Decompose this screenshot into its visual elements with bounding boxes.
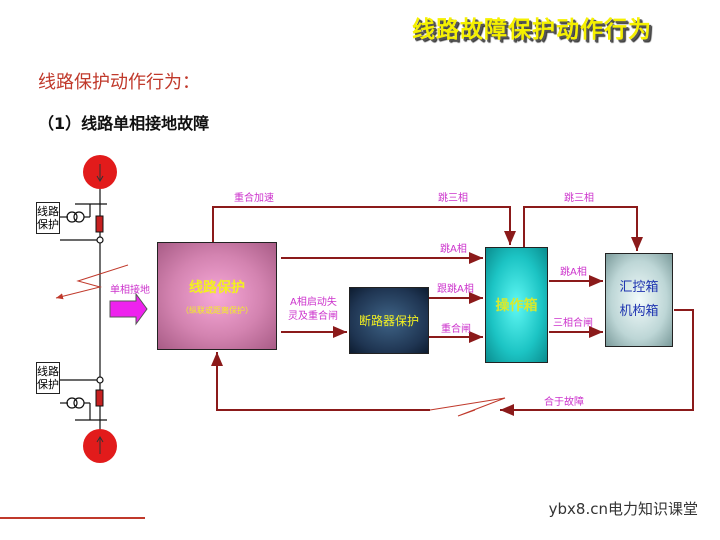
fault-label: 单相接地 — [110, 285, 150, 296]
protection-box-bottom: 线路保护 — [36, 362, 60, 394]
operation-box: 操作箱 — [485, 247, 548, 363]
breaker-bottom — [95, 389, 104, 407]
label-three-phase-close: 三相合闸 — [553, 318, 593, 329]
label-reclose: 重合闸 — [441, 324, 471, 335]
protection-box-top: 线路保护 — [36, 202, 60, 234]
page-title: 线路故障保护动作行为 — [412, 17, 652, 43]
label-start-failure-1: A相启动失 — [290, 297, 337, 308]
line-protection-title: 线路保护 — [189, 279, 245, 296]
label-reclose-accel: 重合加速 — [234, 193, 274, 204]
label-trip-a-1: 跳A相 — [440, 244, 467, 255]
line-protection-note: （纵联或距离保护） — [181, 305, 253, 315]
breaker-protection-box: 断路器保护 — [349, 287, 429, 354]
line-protection-box: 线路保护 （纵联或距离保护） — [157, 242, 277, 350]
watermark: ybx8.cn电力知识课堂 — [548, 500, 698, 518]
fault-zigzag-icon — [429, 397, 506, 417]
label-follow-trip-a: 跟跳A相 — [437, 284, 474, 295]
fault-lightning-icon — [55, 264, 129, 300]
label-trip-three-2: 跳三相 — [564, 193, 594, 204]
subtitle: 线路保护动作行为： — [38, 72, 200, 93]
label-start-failure-2: 灵及重合闸 — [288, 311, 338, 322]
control-box-line2: 机构箱 — [619, 304, 659, 319]
fault-arrow-icon — [109, 292, 148, 326]
breaker-top — [95, 215, 104, 233]
label-close-on-fault: 合于故障 — [544, 397, 584, 408]
control-box-line1: 汇控箱 — [619, 280, 659, 295]
label-trip-three-1: 跳三相 — [438, 193, 468, 204]
label-trip-a-2: 跳A相 — [560, 267, 587, 278]
control-cabinet-box: 汇控箱 机构箱 — [605, 253, 673, 347]
section-heading: （1）线路单相接地故障 — [38, 114, 210, 133]
